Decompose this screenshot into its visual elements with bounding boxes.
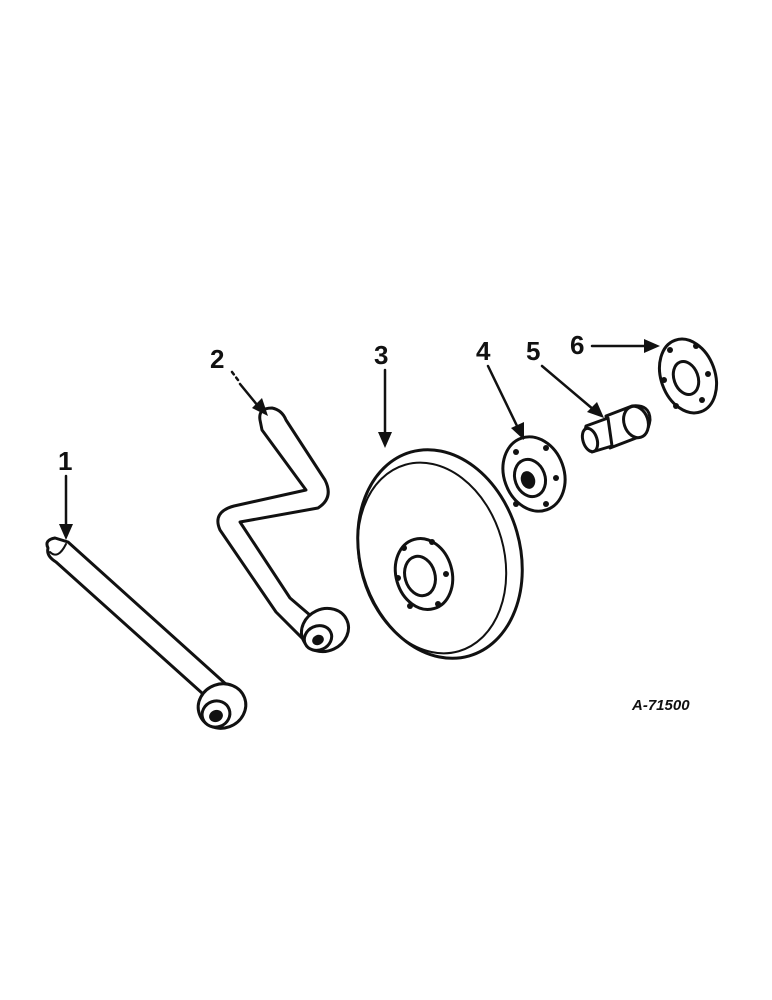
- part-6-flange-plate: [657, 337, 719, 415]
- part-4-flange-hub: [501, 435, 567, 513]
- part-2-offset-arm: [216, 406, 350, 654]
- leader-1: [59, 474, 73, 540]
- leader-2: [230, 370, 268, 416]
- leader-5: [540, 364, 604, 418]
- leader-6: [590, 339, 660, 353]
- part-1-straight-arm: [45, 536, 248, 730]
- callout-2: 2: [210, 344, 224, 374]
- leader-4: [486, 364, 524, 440]
- part-3-disc: [356, 448, 524, 660]
- callout-1: 1: [58, 446, 72, 476]
- part-5-stepped-pin: [580, 404, 652, 454]
- callout-4: 4: [476, 336, 491, 366]
- callout-5: 5: [526, 336, 540, 366]
- leader-3: [378, 368, 392, 448]
- callout-6: 6: [570, 330, 584, 360]
- reference-code: A-71500: [631, 697, 690, 714]
- callout-3: 3: [374, 340, 388, 370]
